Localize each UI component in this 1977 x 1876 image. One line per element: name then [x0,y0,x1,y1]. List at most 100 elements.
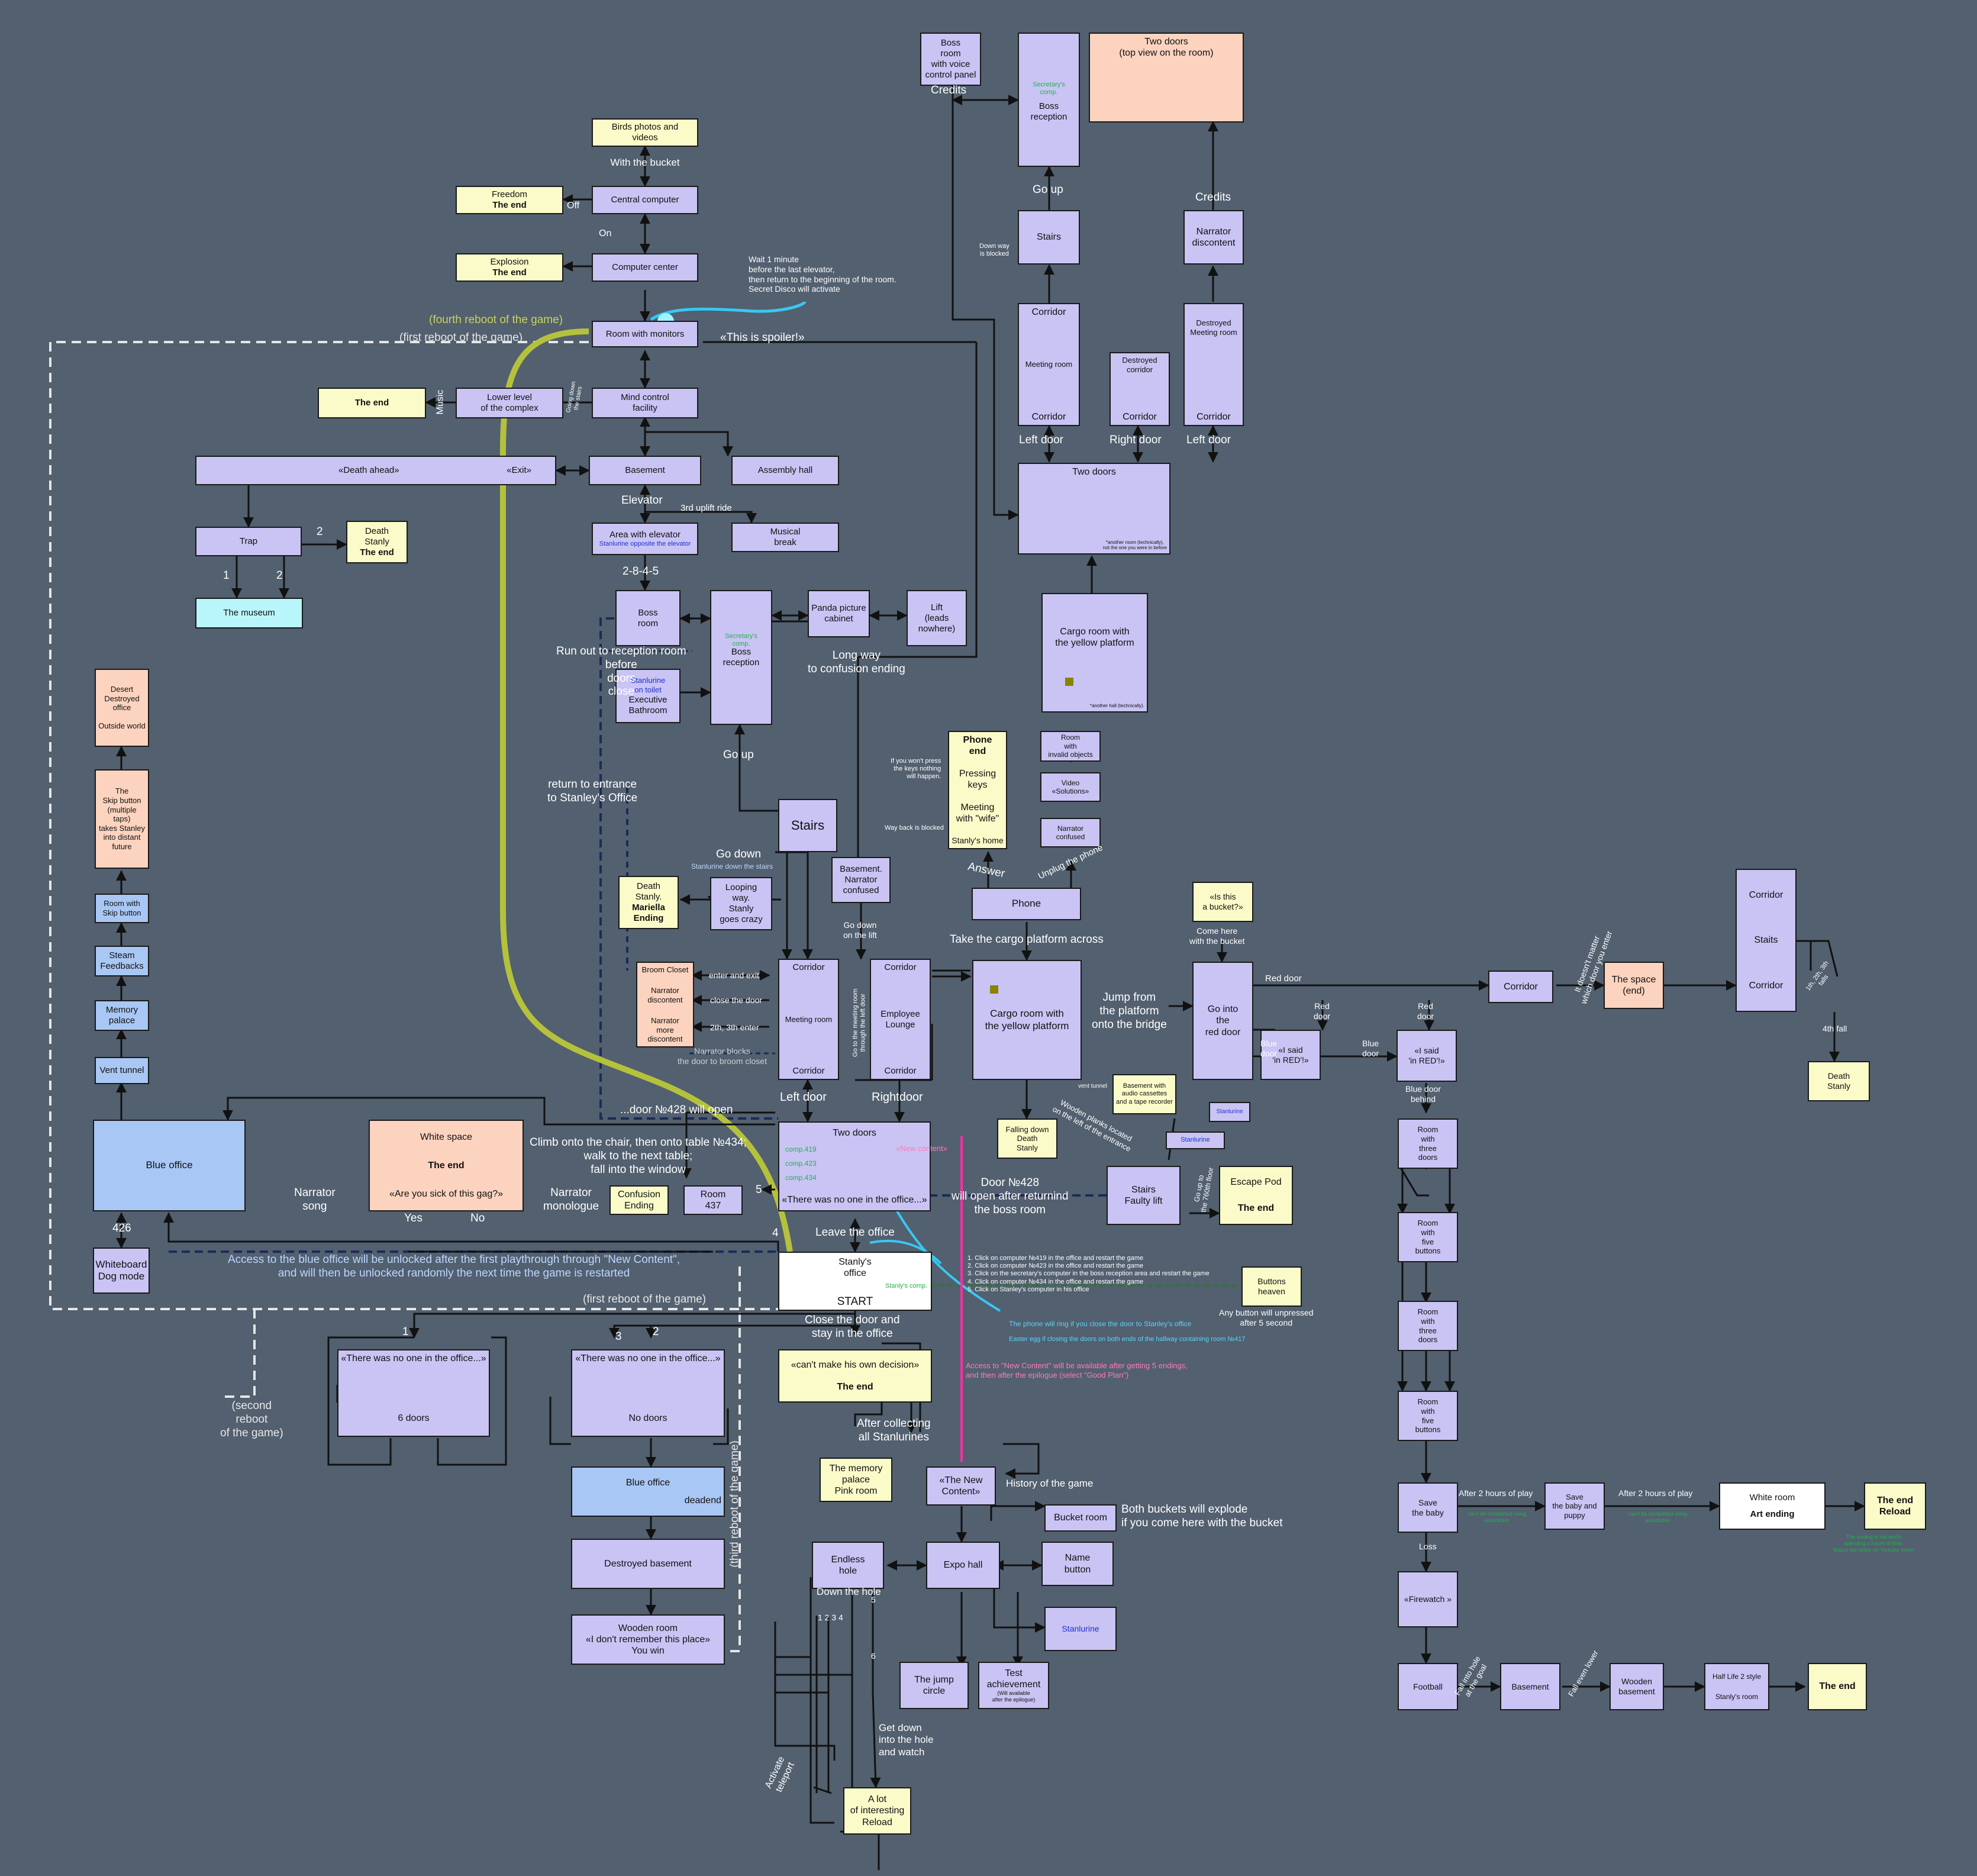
node-three-doors-2[interactable]: Room with three doors [1398,1301,1458,1351]
comp-423[interactable]: comp.423 [785,1159,817,1168]
node-assembly-hall[interactable]: Assembly hall [731,456,839,485]
node-save-puppy[interactable]: Save the baby and puppy [1544,1482,1605,1530]
node-basement-top[interactable]: Basement [589,456,701,485]
node-six-doors[interactable]: «There was no one in the office...»6 doo… [337,1349,490,1437]
node-the-end-final[interactable]: The end [1808,1663,1867,1710]
node-name-button[interactable]: Name button [1041,1542,1114,1586]
comp-419[interactable]: comp.419 [785,1145,817,1153]
node-confusion-ending[interactable]: Confusion Ending [609,1185,669,1215]
node-lift[interactable]: Lift (leads nowhere) [907,590,967,646]
node-is-bucket[interactable]: «Is this a bucket?» [1192,882,1253,922]
node-the-space[interactable]: The space (end) [1604,962,1664,1009]
node-five-buttons-2[interactable]: Room with five buttons [1398,1391,1458,1441]
node-steam[interactable]: Steam Feedbacks [95,946,149,976]
node-trap[interactable]: Trap [195,527,302,556]
node-stanlurine-expo[interactable]: Stanlurine [1044,1607,1117,1651]
node-vent-tunnel[interactable]: Vent tunnel [95,1057,149,1084]
node-jump-circle[interactable]: The jump circle [899,1662,969,1709]
node-firewatch[interactable]: «Firewatch » [1398,1571,1458,1627]
node-basement-confused[interactable]: Basement. Narrator confused [831,857,891,903]
node-birds[interactable]: Birds photos and videos [592,118,698,147]
node-boss-reception-top[interactable]: Secretary's comp.Boss reception [1018,33,1080,167]
node-death-mariella[interactable]: Death Stanly.Mariella Ending [618,876,679,929]
node-panda[interactable]: Panda picture cabinet [808,590,870,637]
node-computer-center[interactable]: Computer center [592,253,698,282]
node-endless-hole[interactable]: Endless hole [812,1542,884,1589]
node-looping[interactable]: Looping way. Stanly goes crazy [710,877,772,930]
node-museum[interactable]: The museum [195,598,303,628]
node-mind-control[interactable]: Mind control facility [592,388,698,418]
node-boss-room-mid[interactable]: Boss room [615,590,680,646]
node-said-red-1[interactable]: «I said 'in RED'!» [1260,1030,1321,1080]
node-whiteboard[interactable]: Whiteboard Dog mode [93,1248,150,1294]
node-narrator-confused[interactable]: Narrator confused [1040,818,1101,847]
node-said-red-2[interactable]: «I said 'in RED'!» [1397,1030,1457,1082]
node-basement-audio[interactable]: Basement with audio cassettes and a tape… [1112,1074,1176,1114]
node-new-content[interactable]: «The New Content» [926,1466,996,1506]
node-stanly-office[interactable]: Stanly's office Stanly's comp. START [778,1252,932,1311]
node-cargo-upper[interactable]: Cargo room with the yellow platform*anot… [1041,593,1148,713]
node-room-437[interactable]: Room 437 [683,1185,743,1215]
node-boss-voice[interactable]: Boss room with voice control panel [920,33,981,86]
node-lower-level[interactable]: Lower level of the complex [456,388,563,418]
node-memory-palace[interactable]: Memory palace [95,1000,149,1031]
node-end-music[interactable]: The end [318,388,426,418]
node-cargo-lower[interactable]: Cargo room with the yellow platform [972,960,1082,1080]
node-death-stanly-right[interactable]: Death Stanly [1808,1061,1870,1101]
node-buttons-heaven[interactable]: Buttons heaven [1241,1266,1302,1307]
node-falling-down[interactable]: Falling down Death Stanly [997,1118,1057,1159]
node-desert[interactable]: Desert Destroyed office Outside world [95,669,149,747]
node-expo-hall[interactable]: Expo hall [926,1542,1000,1589]
comp-434[interactable]: comp.434 [785,1174,817,1182]
node-red-door-room[interactable]: Go into the red door [1192,962,1253,1080]
node-skip-button[interactable]: The Skip button (multiple taps) takes St… [95,769,149,869]
node-video-solutions[interactable]: Video «Solutions» [1040,772,1101,802]
node-bucket-room[interactable]: Bucket room [1044,1504,1117,1532]
node-stairs-top[interactable]: Stairs [1018,210,1080,265]
node-memory-pink[interactable]: The memory palace Pink room [820,1458,892,1502]
node-save-baby[interactable]: Save the baby [1398,1482,1458,1533]
node-two-doors-top[interactable]: Two doors (top view on the room) [1089,33,1244,123]
node-test-achievement[interactable]: Test achievement(Will available after th… [978,1662,1049,1709]
node-corridor-space[interactable]: Corridor [1488,971,1553,1003]
node-three-doors-1[interactable]: Room with three doors [1398,1118,1458,1169]
node-room-invalid[interactable]: Room with invalid objects [1040,731,1101,762]
node-two-doors-office[interactable]: Two doors comp.419 comp.423 comp.434 «Ne… [778,1121,947,1211]
node-room-monitors[interactable]: Room with monitors [592,321,698,347]
stanly-comp[interactable]: Stanly's comp. [885,1282,927,1290]
node-wooden-basement[interactable]: Wooden basement [1610,1663,1664,1710]
node-narrator-discontent-top[interactable]: Narrator discontent [1183,210,1244,265]
node-cant-decision[interactable]: «can't make his own decision»The end [778,1349,932,1403]
node-basement-right[interactable]: Basement [1500,1663,1560,1710]
node-lot-interesting[interactable]: A lot of interesting Reload [843,1787,911,1835]
node-musical-break[interactable]: Musical break [731,523,839,552]
node-death-ahead[interactable]: «Death ahead»«Exit» [195,456,556,485]
node-boss-reception-mid[interactable]: Secretary's comp.Boss reception [710,590,772,725]
node-blue-office[interactable]: Blue office [93,1120,246,1211]
node-room-skip[interactable]: Room with Skip button [95,894,149,923]
node-two-doors-mid[interactable]: Two doors*another room (technically), no… [1018,463,1170,555]
node-central-computer[interactable]: Central computer [592,186,698,214]
node-stairs-mid[interactable]: Stairs [778,799,837,852]
node-wooden-room[interactable]: Wooden room «I don't remember this place… [571,1614,725,1665]
node-destroyed-basement[interactable]: Destroyed basement [571,1539,725,1589]
node-stanlurine-wooden[interactable]: Stanlurine [1166,1132,1225,1149]
node-football[interactable]: Football [1398,1663,1458,1710]
